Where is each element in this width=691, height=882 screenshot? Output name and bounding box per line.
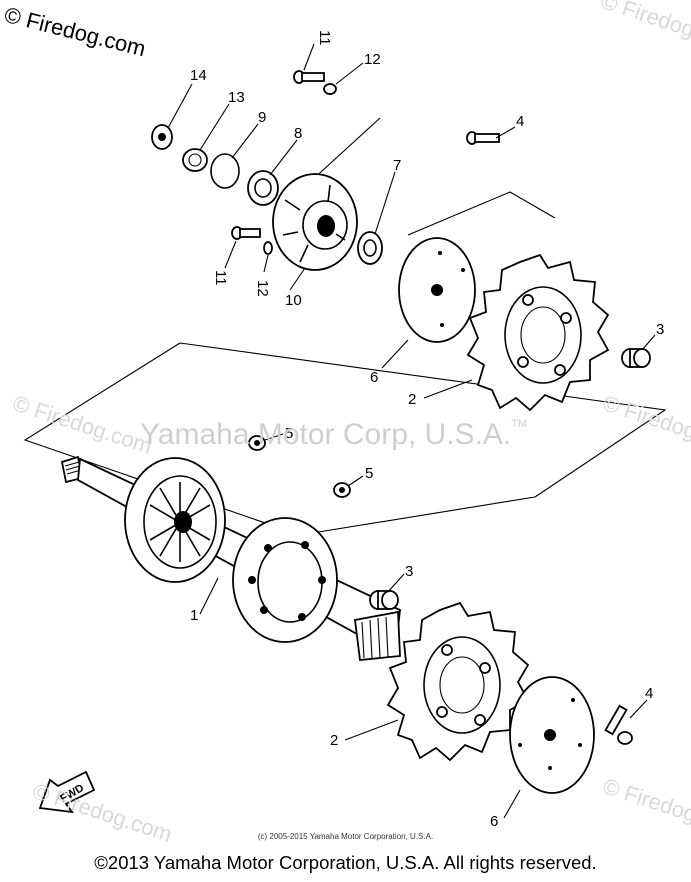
trademark-mark: TM bbox=[511, 418, 528, 430]
callout-1: 1 bbox=[190, 607, 198, 624]
callout-8: 8 bbox=[294, 125, 302, 142]
small-copyright: (c) 2005-2015 Yamaha Motor Corporation, … bbox=[257, 832, 434, 841]
callout-5-upper: 5 bbox=[285, 425, 293, 442]
callout-6-upper: 6 bbox=[370, 369, 378, 386]
callout-12-lower: 12 bbox=[254, 280, 271, 297]
assembly-guide-lines bbox=[23, 117, 667, 536]
callout-10: 10 bbox=[285, 292, 302, 309]
callout-14: 14 bbox=[190, 67, 207, 84]
callout-4-lower: 4 bbox=[645, 685, 653, 702]
center-copyright-text: Yamaha Motor Corp, U.S.A. bbox=[140, 418, 512, 451]
lower-shaft-assembly bbox=[60, 435, 401, 661]
callout-12-upper: 12 bbox=[364, 51, 381, 68]
callout-numbers: 14 13 9 8 11 12 7 4 11 12 10 6 2 3 5 5 3… bbox=[190, 30, 664, 830]
lower-sprocket-group bbox=[386, 601, 633, 794]
center-copyright: Yamaha Motor Corp, U.S.A.TM bbox=[140, 418, 527, 452]
callout-9: 9 bbox=[258, 109, 266, 126]
callout-4-upper: 4 bbox=[516, 113, 524, 130]
callout-7: 7 bbox=[393, 157, 401, 174]
callout-13: 13 bbox=[228, 89, 245, 106]
callout-3-lower: 3 bbox=[405, 563, 413, 580]
callout-11-lower: 11 bbox=[212, 270, 229, 286]
upper-sprocket-group bbox=[398, 237, 651, 412]
leader-lines bbox=[167, 43, 656, 819]
callout-6-lower: 6 bbox=[490, 813, 498, 830]
upper-assembly bbox=[151, 70, 500, 271]
callout-3-upper: 3 bbox=[656, 321, 664, 338]
callout-11-upper: 11 bbox=[316, 30, 333, 46]
bottom-copyright: ©2013 Yamaha Motor Corporation, U.S.A. A… bbox=[94, 852, 597, 873]
callout-2-lower: 2 bbox=[330, 732, 338, 749]
callout-2-upper: 2 bbox=[408, 391, 416, 408]
callout-5-lower: 5 bbox=[365, 465, 373, 482]
